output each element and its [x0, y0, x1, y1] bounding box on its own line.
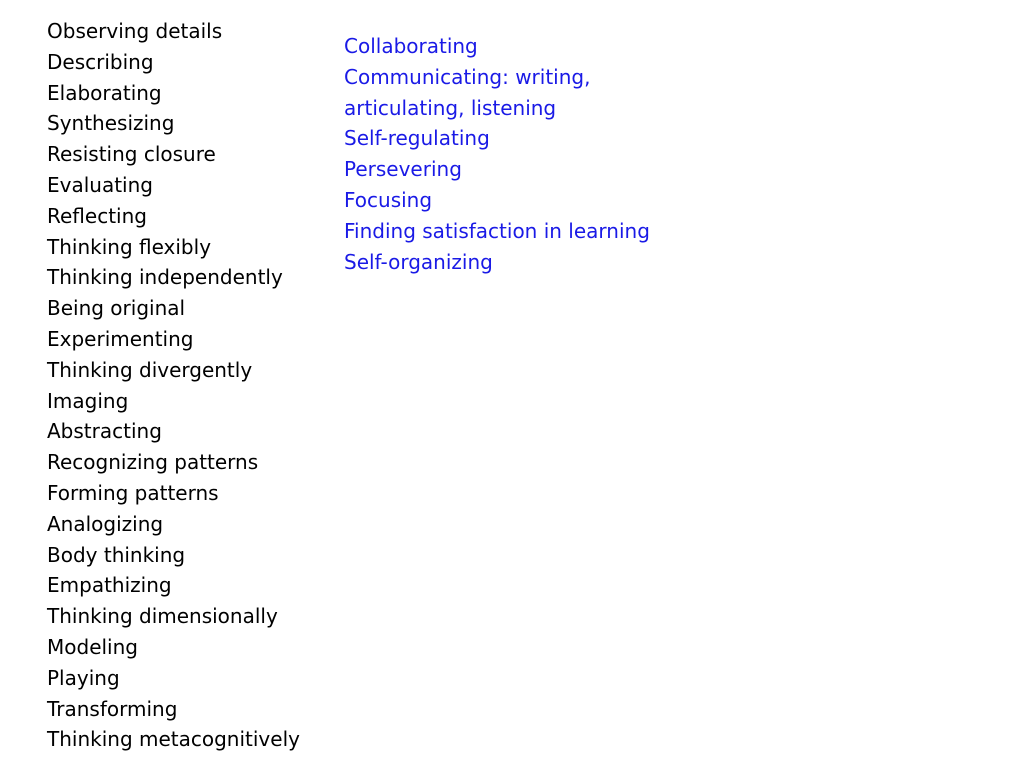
list-item: Elaborating	[47, 80, 162, 105]
learning-behaviors-list: Collaborating Communicating: writing, ar…	[344, 31, 650, 277]
list-item: Reflecting	[47, 203, 147, 228]
list-item: Describing	[47, 49, 154, 74]
list-item: Finding satisfaction in learning	[344, 218, 650, 243]
list-item: Communicating: writing,	[344, 64, 591, 89]
list-item: Forming patterns	[47, 480, 219, 505]
list-item: Recognizing patterns	[47, 450, 259, 475]
list-item: articulating, listening	[344, 95, 557, 120]
list-item: Playing	[47, 665, 120, 690]
list-item: Empathizing	[47, 573, 172, 598]
list-item: Observing details	[47, 19, 223, 43]
list-item: Thinking independently	[47, 265, 283, 290]
list-item: Thinking metacognitively	[47, 727, 300, 752]
list-item: Collaborating	[344, 34, 478, 58]
list-item: Body thinking	[47, 542, 186, 567]
list-item: Being original	[47, 296, 186, 321]
list-item: Evaluating	[47, 172, 153, 197]
thinking-skills-list: Observing details Describing Elaborating…	[47, 16, 300, 755]
list-item: Transforming	[47, 696, 178, 721]
list-item: Resisting closure	[47, 142, 216, 167]
list-item: Persevering	[344, 157, 462, 182]
list-item: Imaging	[47, 388, 129, 413]
list-item: Self-organizing	[344, 249, 493, 274]
list-item: Thinking dimensionally	[47, 604, 278, 629]
list-item: Thinking flexibly	[47, 234, 212, 259]
list-item: Analogizing	[47, 511, 164, 536]
list-item: Self-regulating	[344, 126, 490, 151]
list-item: Focusing	[344, 187, 433, 212]
list-item: Abstracting	[47, 419, 162, 444]
list-item: Experimenting	[47, 326, 194, 351]
list-item: Synthesizing	[47, 111, 175, 136]
list-item: Modeling	[47, 634, 138, 659]
list-item: Thinking divergently	[47, 357, 253, 382]
